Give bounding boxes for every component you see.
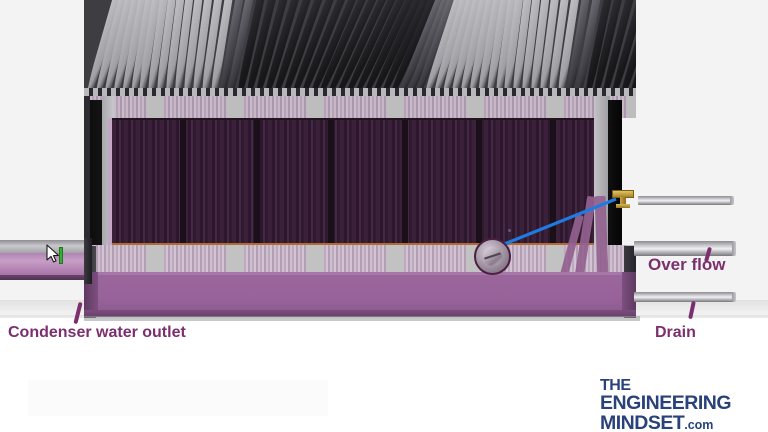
text-caret-indicator bbox=[59, 247, 63, 264]
water-basin bbox=[84, 272, 636, 316]
fill-media-top-edge bbox=[112, 118, 608, 120]
overflow-pipe-cap bbox=[732, 241, 736, 256]
tower-right-dark-pillar bbox=[608, 100, 622, 246]
label-drain: Drain bbox=[655, 324, 696, 341]
drain-pipe-cap bbox=[732, 292, 736, 302]
logo-line-the: THE bbox=[600, 377, 631, 394]
logo-line-engineering: ENGINEERING bbox=[600, 392, 732, 414]
drift-eliminator-louvers bbox=[84, 0, 636, 96]
brass-valve-stem bbox=[620, 197, 626, 205]
basin-contact-shadow bbox=[84, 316, 640, 321]
label-over-flow: Over flow bbox=[648, 255, 726, 274]
outlet-pipe-top-highlight bbox=[0, 240, 92, 253]
brass-valve-base bbox=[616, 204, 630, 208]
louver-base-edge bbox=[84, 88, 636, 98]
basin-bottom-edge bbox=[84, 310, 636, 317]
logo-line-mindset: MINDSET.com bbox=[600, 411, 762, 432]
drain-pipe bbox=[634, 292, 736, 302]
fill-media-dividers bbox=[112, 118, 608, 245]
tower-left-mauve-strip bbox=[108, 118, 114, 245]
logo-mindset-text: MINDSET bbox=[600, 411, 685, 432]
faint-background-rect bbox=[28, 380, 328, 416]
tower-left-edge bbox=[84, 96, 90, 246]
upper-band-supports bbox=[84, 96, 636, 118]
outlet-pipe-bottom-shadow bbox=[0, 275, 92, 280]
outlet-pipe-flange bbox=[84, 238, 92, 284]
basin-right-face bbox=[622, 272, 636, 316]
basin-water-surface bbox=[84, 272, 636, 275]
mouse-cursor-icon bbox=[46, 244, 59, 263]
outlet-pipe-body bbox=[0, 253, 92, 275]
makeup-pipe-cap bbox=[730, 196, 734, 205]
lower-band-supports bbox=[84, 245, 636, 273]
engineering-mindset-logo: THE ENGINEERING MINDSET.com bbox=[600, 377, 762, 432]
float-ball bbox=[483, 247, 502, 266]
overflow-pipe bbox=[634, 241, 736, 256]
linkage-pivot-dot bbox=[508, 229, 511, 232]
fill-media-bottom-trim bbox=[112, 243, 610, 245]
logo-dotcom: .com bbox=[684, 417, 714, 432]
makeup-water-pipe bbox=[638, 196, 734, 205]
label-condenser-water-outlet: Condenser water outlet bbox=[8, 324, 186, 341]
cooling-tower-body bbox=[84, 0, 640, 321]
condenser-water-outlet-pipe bbox=[0, 232, 96, 288]
